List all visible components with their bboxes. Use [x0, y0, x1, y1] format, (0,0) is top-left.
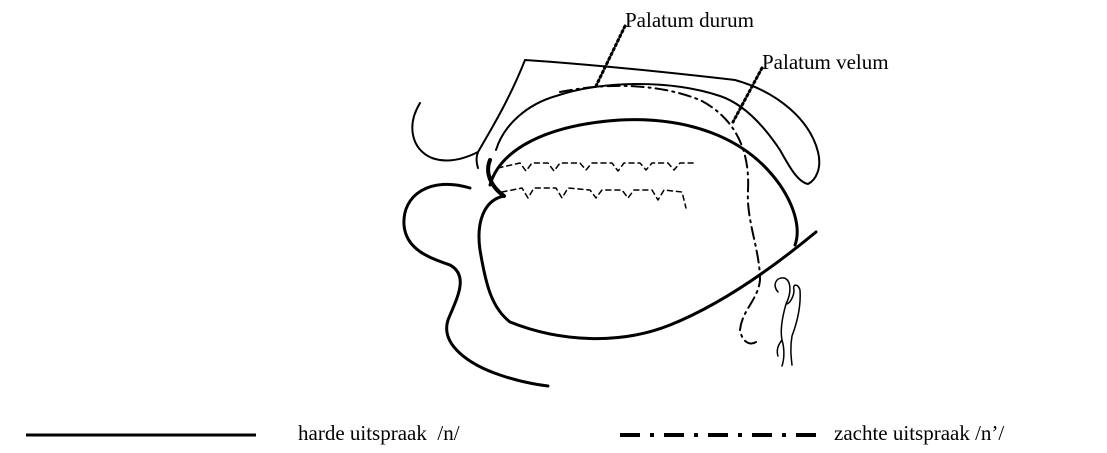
lower-lip-chin-outline: [404, 184, 548, 386]
lower-teeth-row: [502, 188, 686, 208]
tongue-contour-hard-n: [490, 120, 797, 245]
pointer-line-durum: [596, 26, 625, 86]
upper-jaw-outline: [478, 60, 819, 184]
lower-jaw-outline: [479, 196, 816, 339]
label-palatum-velum: Palatum velum: [762, 52, 889, 73]
legend-label-hard: harde uitspraak /n/: [298, 423, 460, 444]
pointer-line-velum: [733, 68, 762, 122]
uvula-shape: [775, 278, 800, 366]
legend-label-soft: zachte uitspraak /n’/: [834, 423, 1004, 444]
upper-lip-outline: [412, 103, 478, 168]
upper-teeth-row: [498, 163, 694, 171]
label-palatum-durum: Palatum durum: [625, 10, 754, 31]
